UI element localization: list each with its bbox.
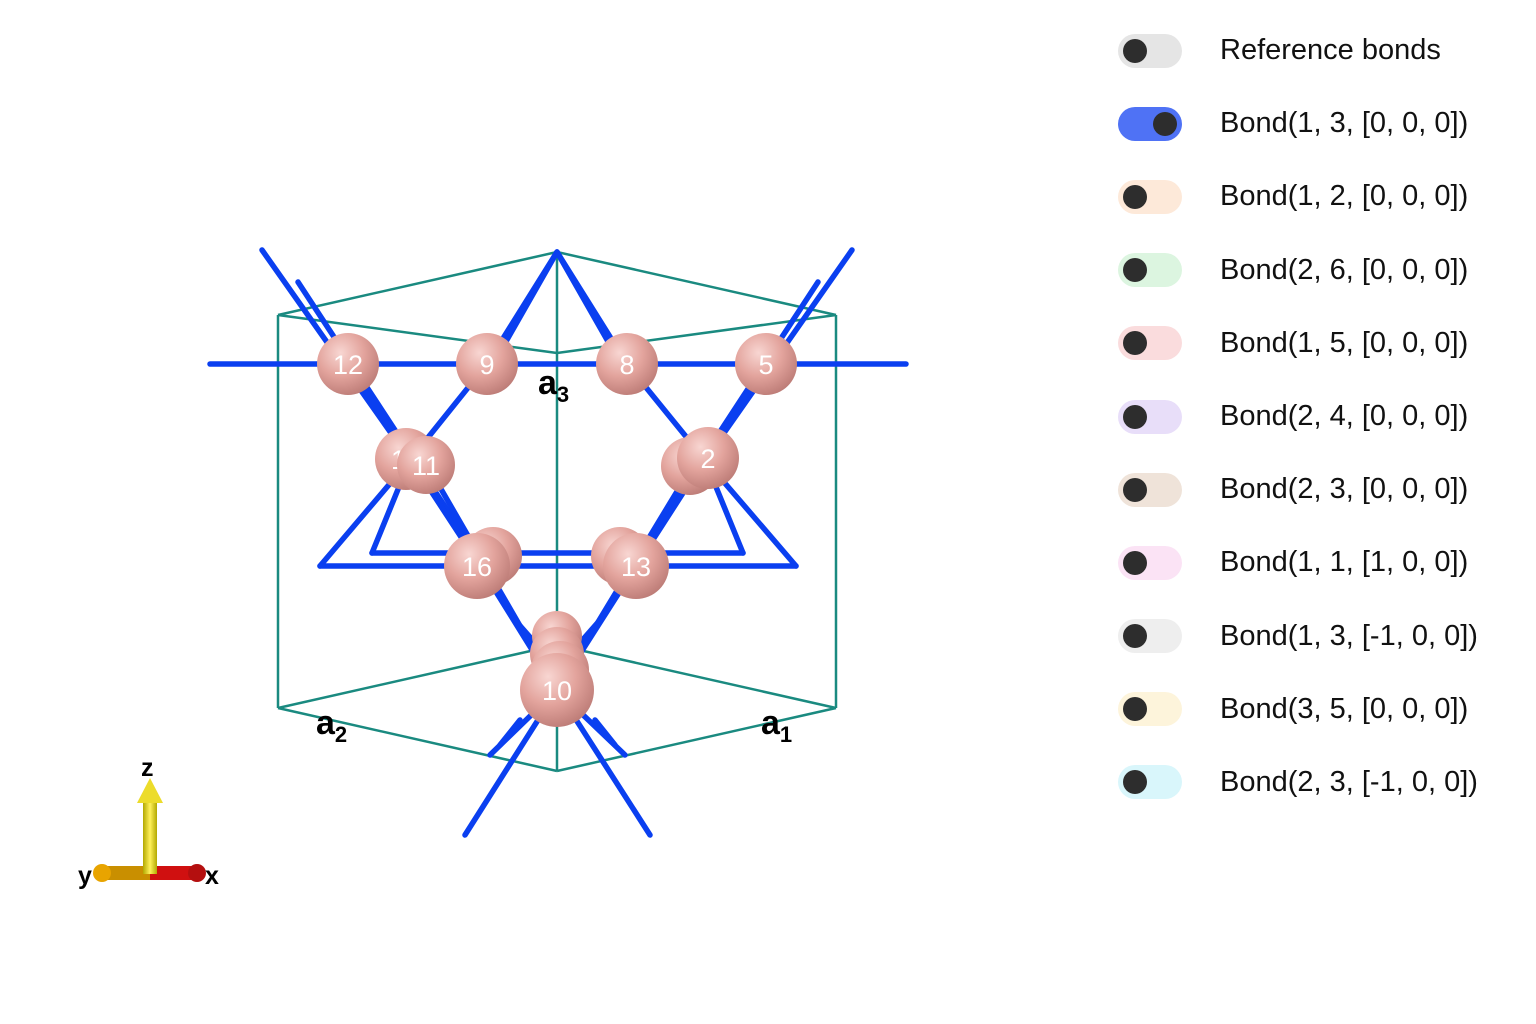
- x-axis-label: x: [205, 862, 219, 890]
- legend-item[interactable]: Bond(2, 3, [-1, 0, 0]): [1118, 746, 1528, 819]
- atom[interactable]: [456, 333, 518, 395]
- legend-label: Bond(1, 3, [0, 0, 0]): [1220, 107, 1469, 140]
- bond: [497, 249, 560, 355]
- bond: [592, 717, 618, 748]
- x-axis-arrow-head: [188, 864, 206, 882]
- legend-toggle[interactable]: [1118, 692, 1182, 727]
- atom[interactable]: [596, 333, 658, 395]
- legend-item[interactable]: Bond(1, 3, [0, 0, 0]): [1118, 87, 1528, 160]
- legend-item[interactable]: Bond(2, 3, [0, 0, 0]): [1118, 453, 1528, 526]
- y-axis-arrow-head: [93, 864, 111, 882]
- toggle-knob: [1123, 477, 1147, 502]
- toggle-knob: [1123, 770, 1147, 795]
- lattice-label-a3: a3: [538, 364, 569, 407]
- legend-label: Reference bonds: [1220, 34, 1441, 67]
- cell-edge: [556, 250, 837, 317]
- atom[interactable]: [677, 427, 739, 489]
- legend-item[interactable]: Bond(1, 2, [0, 0, 0]): [1118, 160, 1528, 233]
- atom-group: 12985141172416113361510: [317, 333, 797, 727]
- toggle-knob: [1123, 331, 1147, 356]
- legend-label: Bond(1, 3, [-1, 0, 0]): [1220, 619, 1478, 652]
- atom-label: 13: [621, 552, 651, 582]
- legend-toggle[interactable]: [1118, 253, 1182, 288]
- atom-label: 16: [462, 552, 492, 582]
- atom[interactable]: [520, 653, 594, 727]
- z-axis-arrow-head: [137, 778, 163, 803]
- atom[interactable]: [735, 333, 797, 395]
- legend-item[interactable]: Bond(1, 1, [1, 0, 0]): [1118, 526, 1528, 599]
- legend-label: Bond(2, 4, [0, 0, 0]): [1220, 400, 1469, 433]
- toggle-knob: [1123, 404, 1147, 429]
- lattice-label-a1: a1: [761, 704, 792, 747]
- toggle-knob: [1123, 550, 1147, 575]
- z-axis-label: z: [141, 754, 154, 782]
- structure-viewer[interactable]: 12985141172416113361510 a3 a2 a1 z y x: [0, 0, 1100, 1024]
- lattice-label-a2: a2: [316, 704, 347, 747]
- legend-item[interactable]: Reference bonds: [1118, 14, 1528, 87]
- atom-label: 9: [479, 350, 494, 380]
- atom-label: 10: [542, 676, 572, 706]
- atom[interactable]: [603, 533, 669, 599]
- cell-edge: [556, 706, 837, 773]
- legend-item[interactable]: Bond(1, 5, [0, 0, 0]): [1118, 307, 1528, 380]
- legend-label: Bond(1, 5, [0, 0, 0]): [1220, 326, 1469, 359]
- toggle-knob: [1123, 184, 1147, 209]
- atom-label: 12: [333, 350, 363, 380]
- atom-label: 11: [412, 451, 440, 481]
- cell-edge: [277, 643, 558, 710]
- legend-item[interactable]: Bond(1, 3, [-1, 0, 0]): [1118, 600, 1528, 673]
- cell-edge: [277, 250, 558, 317]
- legend-label: Bond(2, 6, [0, 0, 0]): [1220, 253, 1469, 286]
- legend-item[interactable]: Bond(3, 5, [0, 0, 0]): [1118, 673, 1528, 746]
- legend-toggle[interactable]: [1118, 545, 1182, 580]
- toggle-knob: [1123, 38, 1147, 63]
- x-axis-arrow: [150, 866, 198, 880]
- legend-label: Bond(2, 3, [-1, 0, 0]): [1220, 765, 1478, 798]
- legend-toggle[interactable]: [1118, 765, 1182, 800]
- bond: [295, 279, 483, 563]
- legend-toggle[interactable]: [1118, 179, 1182, 214]
- atom[interactable]: [317, 333, 379, 395]
- atom[interactable]: [444, 533, 510, 599]
- atom[interactable]: [397, 436, 455, 494]
- atom-label: 8: [619, 350, 634, 380]
- toggle-knob: [1123, 697, 1147, 722]
- legend-label: Bond(1, 1, [1, 0, 0]): [1220, 546, 1469, 579]
- legend-label: Bond(2, 3, [0, 0, 0]): [1220, 473, 1469, 506]
- y-axis-label: y: [78, 862, 92, 890]
- toggle-knob: [1123, 624, 1147, 649]
- legend-toggle[interactable]: [1118, 472, 1182, 507]
- legend-label: Bond(1, 2, [0, 0, 0]): [1220, 180, 1469, 213]
- legend-toggle[interactable]: [1118, 33, 1182, 68]
- cell-edge: [556, 643, 837, 710]
- legend-item[interactable]: Bond(2, 4, [0, 0, 0]): [1118, 380, 1528, 453]
- atom-label: 2: [700, 444, 715, 474]
- legend-toggle[interactable]: [1118, 326, 1182, 361]
- legend-label: Bond(3, 5, [0, 0, 0]): [1220, 692, 1469, 725]
- toggle-knob: [1123, 258, 1147, 283]
- legend-toggle[interactable]: [1118, 399, 1182, 434]
- bond: [497, 717, 523, 748]
- y-axis-arrow: [102, 866, 152, 880]
- toggle-knob: [1153, 111, 1177, 136]
- z-axis-arrow: [143, 800, 157, 874]
- legend-toggle[interactable]: [1118, 619, 1182, 654]
- bond: [554, 249, 617, 355]
- atom-label: 5: [758, 350, 773, 380]
- legend-toggle[interactable]: [1118, 106, 1182, 141]
- axis-triad: z y x: [78, 754, 219, 890]
- legend-item[interactable]: Bond(2, 6, [0, 0, 0]): [1118, 234, 1528, 307]
